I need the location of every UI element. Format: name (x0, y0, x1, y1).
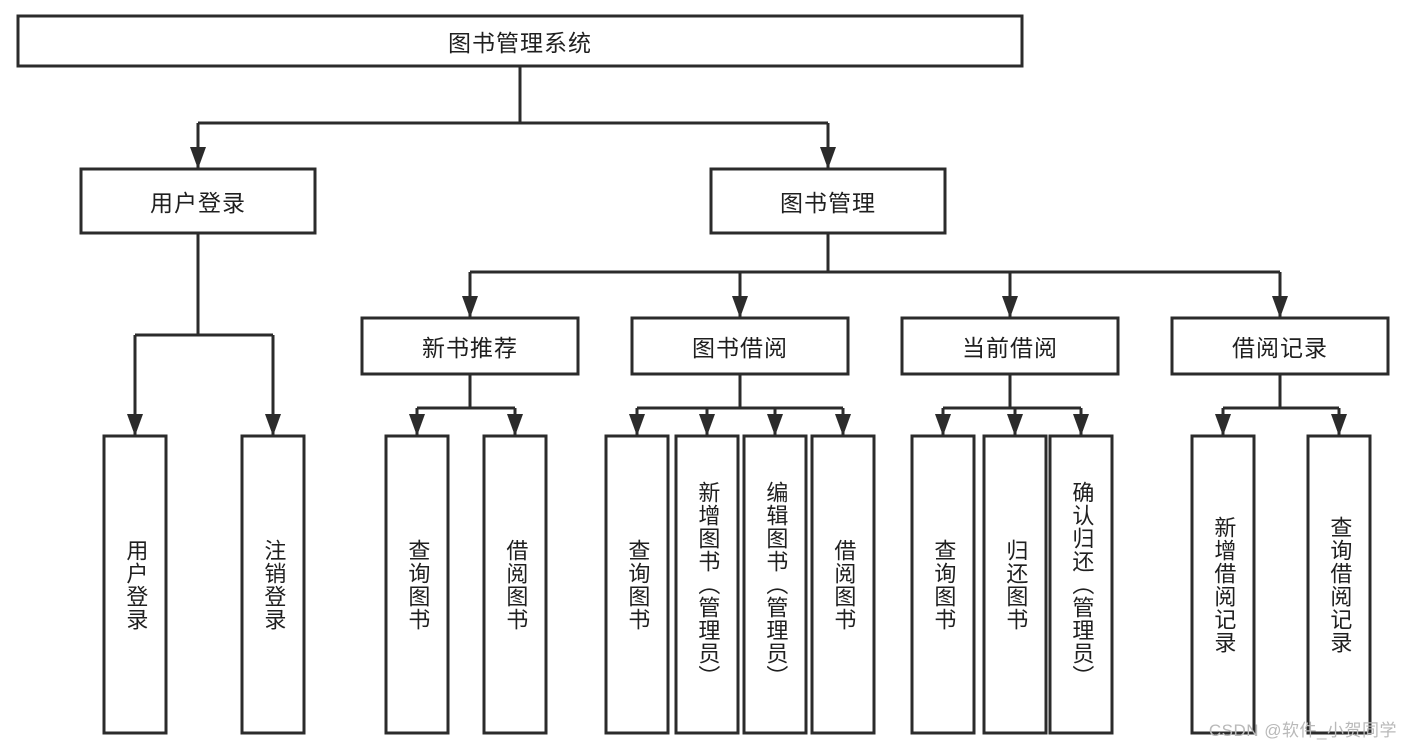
arrow-head-icon-leaf-add-book-admin (699, 414, 715, 436)
node-box-borrow-record[interactable] (1170, 316, 1390, 376)
arrow-head-icon-leaf-borrow-book-recommend (507, 414, 523, 436)
arrow-head-icon-borrow-record (1272, 296, 1288, 318)
node-box-leaf-add-borrow-record[interactable] (1190, 434, 1256, 735)
arrow-head-icon-leaf-borrow-book (835, 414, 851, 436)
arrow-head-icon-leaf-user-login (127, 414, 143, 436)
node-box-leaf-add-book-admin[interactable] (674, 434, 740, 735)
node-box-root[interactable] (16, 14, 1024, 68)
watermark-text: CSDN @软件_小贺同学 (1208, 721, 1397, 740)
node-box-current-borrow[interactable] (900, 316, 1120, 376)
node-box-leaf-query-book-current[interactable] (910, 434, 976, 735)
arrow-head-icon-user-login (190, 147, 206, 169)
node-box-new-book-recommend[interactable] (360, 316, 580, 376)
node-box-leaf-edit-book-admin[interactable] (742, 434, 808, 735)
arrow-head-icon-leaf-confirm-return-admin (1073, 414, 1089, 436)
arrow-head-icon-leaf-query-book-current (935, 414, 951, 436)
arrow-head-icon-new-book-recommend (462, 296, 478, 318)
node-box-book-borrow[interactable] (630, 316, 850, 376)
arrow-head-icon-leaf-edit-book-admin (767, 414, 783, 436)
node-box-leaf-borrow-book[interactable] (810, 434, 876, 735)
node-box-leaf-query-borrow-record[interactable] (1306, 434, 1372, 735)
node-box-user-login[interactable] (79, 167, 317, 235)
node-box-leaf-return-book[interactable] (982, 434, 1048, 735)
arrow-head-icon-leaf-return-book (1007, 414, 1023, 436)
node-box-book-management[interactable] (709, 167, 947, 235)
node-box-leaf-user-login[interactable] (102, 434, 168, 735)
node-box-leaf-borrow-book-recommend[interactable] (482, 434, 548, 735)
arrow-head-icon-leaf-add-borrow-record (1215, 414, 1231, 436)
connectors-group (127, 66, 1347, 436)
node-box-leaf-query-book-borrow[interactable] (604, 434, 670, 735)
arrow-head-icon-leaf-query-book-recommend (409, 414, 425, 436)
arrow-head-icon-leaf-logout (265, 414, 281, 436)
arrow-head-icon-book-borrow (732, 296, 748, 318)
arrow-head-icon-current-borrow (1002, 296, 1018, 318)
arrow-head-icon-book-management (820, 147, 836, 169)
node-box-leaf-logout[interactable] (240, 434, 306, 735)
node-box-leaf-confirm-return-admin[interactable] (1048, 434, 1114, 735)
arrow-head-icon-leaf-query-borrow-record (1331, 414, 1347, 436)
node-boxes-group (16, 14, 1390, 735)
arrow-head-icon-leaf-query-book-borrow (629, 414, 645, 436)
node-box-leaf-query-book-recommend[interactable] (384, 434, 450, 735)
